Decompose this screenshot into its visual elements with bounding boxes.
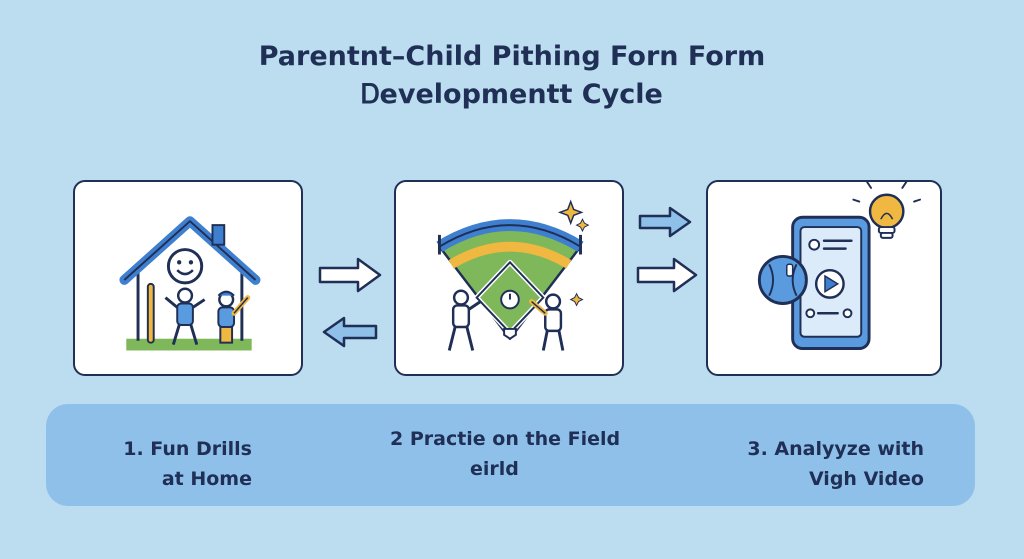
video-analysis-icon bbox=[757, 182, 921, 350]
step-3-line-2: Vigh Video bbox=[808, 468, 924, 490]
step-2-line-1: 2 Practie on the Field bbox=[390, 428, 621, 450]
title-line-2: Ꭰevelopmentt Cycle bbox=[361, 79, 663, 110]
steps-band bbox=[46, 404, 975, 506]
step-label-2: 2 Practie on the Field eirld bbox=[390, 424, 650, 484]
arrow-left-icon bbox=[322, 316, 378, 348]
step-label-1: 1. Fun Drills at Home bbox=[112, 434, 252, 494]
step-card-video bbox=[706, 180, 942, 376]
title-line-1: Parentnt–Child Pithing Forn Form bbox=[258, 41, 766, 72]
arrow-right-lower-icon bbox=[636, 257, 698, 293]
step-card-field bbox=[394, 180, 624, 376]
diagram-title: Parentnt–Child Pithing Forn Form Ꭰevelop… bbox=[0, 38, 1024, 114]
step-label-3: 3. Analyyze with Vigh Video bbox=[744, 434, 924, 494]
arrow-right-icon bbox=[318, 257, 382, 293]
step-3-line-1: 3. Analyyze with bbox=[747, 438, 924, 460]
baseball-field-icon bbox=[436, 199, 590, 351]
home-drills-icon bbox=[119, 216, 261, 351]
step-card-home bbox=[73, 180, 303, 376]
arrow-right-upper-icon bbox=[638, 206, 692, 238]
step-1-line-2: at Home bbox=[161, 468, 252, 490]
step-1-line-1: 1. Fun Drills bbox=[123, 438, 252, 460]
step-2-line-2: eirld bbox=[470, 458, 519, 480]
